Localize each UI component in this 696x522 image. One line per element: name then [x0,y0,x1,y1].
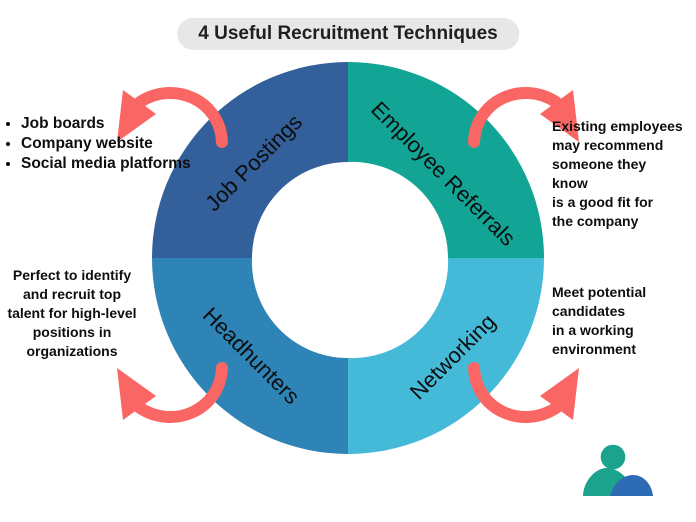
arrow-networking-icon [468,362,579,423]
arrow-job-postings-icon [117,87,228,148]
arrow-employee-referrals-icon [468,87,579,148]
donut-chart [152,62,544,454]
arrow-head [117,90,156,142]
arrow-curve [468,87,562,148]
arrow-headhunters-icon [117,362,228,423]
bullet-item: Social media platforms [21,154,222,174]
job-postings-bullet-list: Job boards Company website Social media … [2,114,222,174]
arrow-head [540,368,579,420]
arrow-head [117,368,156,420]
logo-body-blue [610,475,653,496]
segment-headhunters [152,258,348,454]
segment-networking [348,258,544,454]
segment-employee-referrals [348,62,544,258]
note-job-postings: Job boards Company website Social media … [2,114,222,174]
page-title: 4 Useful Recruitment Techniques [177,18,519,50]
note-networking: Meet potential candidates in a working e… [552,284,647,357]
arrow-curve [134,362,228,423]
arrow-curve [134,87,228,148]
note-employee-referrals: Existing employees may recommend someone… [552,118,683,229]
logo-head [600,444,626,470]
segment-job-postings [152,62,348,258]
note-headhunters: Perfect to identify and recruit top tale… [7,267,137,359]
people-logo [583,444,653,496]
bullet-item: Company website [21,134,222,154]
arrow-head [540,90,579,142]
arrow-curve [468,362,562,423]
bullet-item: Job boards [21,114,222,134]
